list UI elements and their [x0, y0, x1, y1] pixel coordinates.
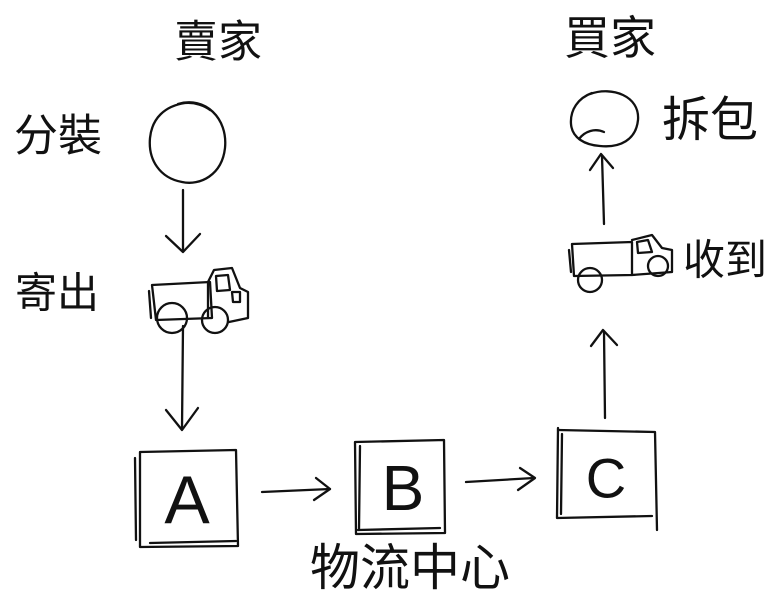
unpack-label: 拆包 [662, 92, 758, 148]
buyer-label: 買家 [564, 11, 656, 65]
arrow-b-to-c [464, 466, 537, 492]
receive-label: 收到 [683, 236, 767, 285]
unpacked-circle [569, 90, 640, 148]
arrow-pack-to-ship [164, 188, 202, 254]
delivery-truck-icon [567, 233, 674, 294]
outbound-truck-icon [147, 266, 250, 335]
center-c-label: C [586, 447, 626, 510]
package-circle [148, 101, 227, 184]
center-a-box: A [133, 448, 240, 549]
arrow-ship-to-a [164, 324, 200, 432]
center-a-label: A [164, 462, 210, 538]
arrow-a-to-b [260, 476, 332, 502]
center-c-box: C [555, 426, 659, 532]
center-b-box: B [353, 438, 447, 536]
hub-label: 物流中心 [310, 539, 510, 597]
arrow-receive-to-unpack [588, 152, 615, 226]
center-b-label: B [382, 452, 425, 524]
arrow-c-to-receive [589, 328, 619, 420]
seller-label: 賣家 [174, 17, 262, 68]
ship-label: 寄出 [15, 269, 99, 318]
pack-label: 分裝 [14, 111, 102, 162]
